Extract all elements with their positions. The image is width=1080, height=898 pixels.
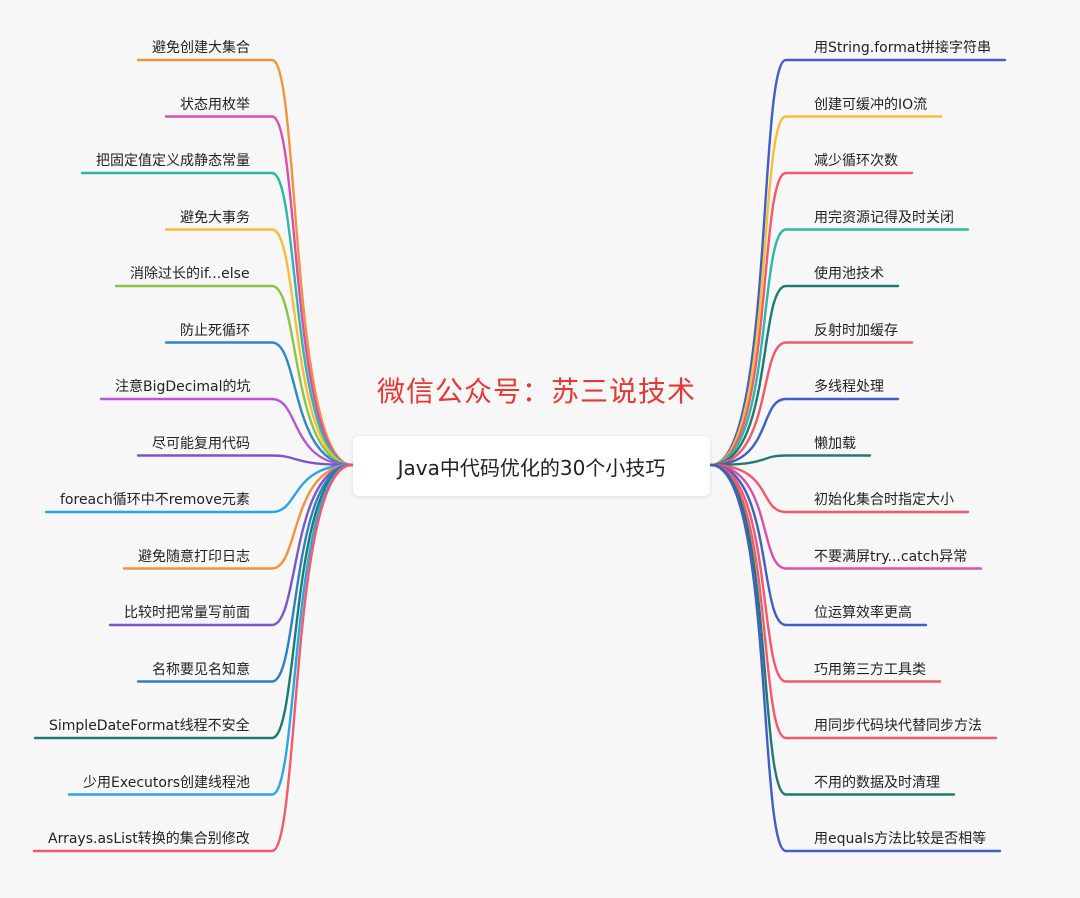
left-branch-label-2[interactable]: 状态用枚举 bbox=[180, 96, 250, 113]
right-branch-label-1[interactable]: 用String.format拼接字符串 bbox=[814, 40, 991, 56]
left-branch-label-6[interactable]: 防止死循环 bbox=[180, 322, 250, 339]
left-branch-label-13[interactable]: SimpleDateFormat线程不安全 bbox=[49, 718, 250, 734]
right-branch-connector-6 bbox=[709, 341, 914, 467]
right-branch-label-6[interactable]: 反射时加缓存 bbox=[814, 322, 898, 339]
right-branch-connector-12 bbox=[709, 463, 942, 683]
right-branch-connector-3 bbox=[709, 171, 914, 467]
right-branch-label-11[interactable]: 位运算效率更高 bbox=[814, 605, 912, 621]
left-branch-connector-9 bbox=[44, 463, 354, 514]
left-branch-connector-6 bbox=[164, 341, 354, 467]
left-branch-connector-4 bbox=[164, 228, 354, 467]
left-branch-connector-14 bbox=[67, 463, 354, 796]
center-topic-label: Java中代码优化的30个小技巧 bbox=[397, 455, 666, 480]
right-branch-label-13[interactable]: 用同步代码块代替同步方法 bbox=[814, 718, 982, 734]
left-branch-label-10[interactable]: 避免随意打印日志 bbox=[138, 548, 250, 565]
right-branch-label-14[interactable]: 不用的数据及时清理 bbox=[814, 774, 940, 791]
left-branch-connector-12 bbox=[136, 463, 354, 683]
right-branch-label-5[interactable]: 使用池技术 bbox=[814, 266, 884, 282]
right-branch-label-9[interactable]: 初始化集合时指定大小 bbox=[814, 492, 954, 508]
right-branch-label-8[interactable]: 懒加载 bbox=[814, 435, 856, 452]
right-branch-connector-15 bbox=[709, 463, 1002, 853]
left-branch-label-4[interactable]: 避免大事务 bbox=[180, 209, 250, 226]
right-branch-connector-4 bbox=[709, 228, 970, 467]
right-branch-label-7[interactable]: 多线程处理 bbox=[814, 379, 884, 395]
left-branch-connector-1 bbox=[136, 58, 354, 467]
left-branch-connector-13 bbox=[33, 463, 354, 740]
right-branch-connector-14 bbox=[709, 463, 956, 796]
left-branch-label-5[interactable]: 消除过长的if...else bbox=[130, 266, 250, 282]
right-branch-label-10[interactable]: 不要满屏try...catch异常 bbox=[814, 548, 968, 565]
left-branch-label-11[interactable]: 比较时把常量写前面 bbox=[124, 605, 250, 621]
left-branch-label-15[interactable]: Arrays.asList转换的集合别修改 bbox=[48, 831, 250, 847]
left-branch-label-8[interactable]: 尽可能复用代码 bbox=[152, 435, 250, 452]
left-branch-connector-15 bbox=[32, 463, 354, 853]
right-branch-connector-7 bbox=[709, 397, 900, 467]
left-branch-label-12[interactable]: 名称要见名知意 bbox=[152, 661, 250, 678]
right-branch-label-12[interactable]: 巧用第三方工具类 bbox=[814, 661, 926, 678]
left-branch-connector-11 bbox=[108, 463, 354, 627]
left-branch-label-14[interactable]: 少用Executors创建线程池 bbox=[83, 774, 250, 791]
right-branch-connector-9 bbox=[709, 463, 970, 514]
left-branch-label-3[interactable]: 把固定值定义成静态常量 bbox=[96, 153, 250, 169]
left-branch-label-9[interactable]: foreach循环中不remove元素 bbox=[60, 492, 250, 508]
left-branch-connector-7 bbox=[99, 397, 354, 467]
left-branch-label-1[interactable]: 避免创建大集合 bbox=[152, 40, 250, 56]
right-branch-connector-10 bbox=[709, 463, 983, 570]
left-branch-connector-5 bbox=[114, 284, 354, 467]
left-branch-connector-3 bbox=[80, 171, 354, 467]
right-branch-connector-1 bbox=[709, 58, 1007, 467]
right-branch-connector-8 bbox=[709, 454, 872, 467]
right-branch-label-2[interactable]: 创建可缓冲的IO流 bbox=[814, 96, 928, 113]
right-branch-connector-13 bbox=[709, 463, 998, 740]
right-branch-label-15[interactable]: 用equals方法比较是否相等 bbox=[814, 831, 987, 847]
right-branch-connector-5 bbox=[709, 284, 900, 467]
watermark-text: 微信公众号：苏三说技术 bbox=[376, 375, 696, 408]
center-topic-node[interactable]: Java中代码优化的30个小技巧 bbox=[353, 436, 710, 496]
right-branch-label-4[interactable]: 用完资源记得及时关闭 bbox=[814, 209, 954, 226]
right-branch-label-3[interactable]: 减少循环次数 bbox=[814, 153, 898, 169]
left-branch-connector-8 bbox=[136, 454, 354, 467]
left-branch-connector-10 bbox=[122, 463, 354, 570]
right-branch-connector-11 bbox=[709, 463, 928, 627]
left-branch-connector-2 bbox=[164, 115, 354, 467]
left-branch-label-7[interactable]: 注意BigDecimal的坑 bbox=[115, 379, 251, 395]
right-branch-connector-2 bbox=[709, 115, 943, 467]
